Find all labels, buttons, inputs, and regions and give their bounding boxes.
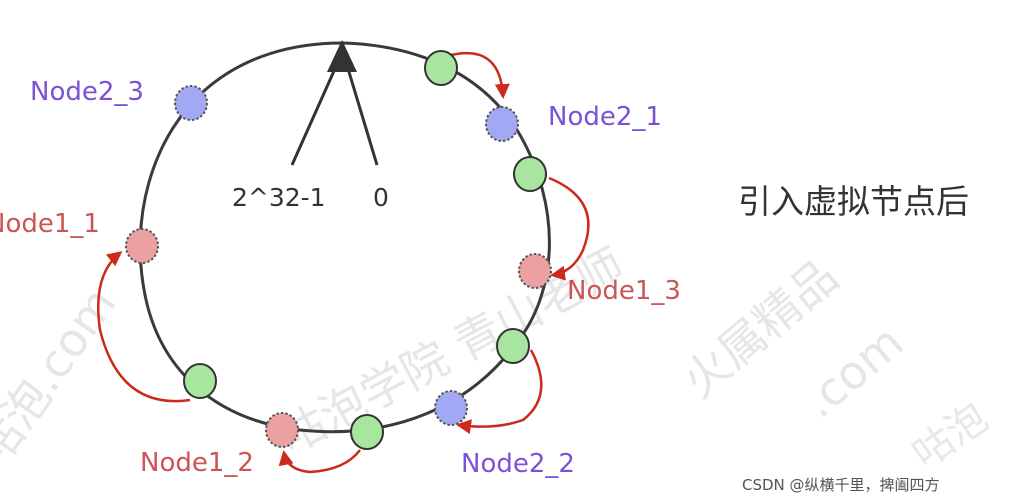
node1-1-point <box>125 228 159 264</box>
label-node2-3: Node2_3 <box>30 77 144 107</box>
mapping-arrows <box>96 51 590 474</box>
diagram-title: 引入虚拟节点后 <box>738 182 969 221</box>
label-node2-1: Node2_1 <box>548 102 662 132</box>
data-point-1 <box>424 50 458 86</box>
arrow-to-node2-1 <box>446 51 510 99</box>
node1-2-point <box>265 412 299 448</box>
ring-label-zero: 0 <box>373 183 389 212</box>
csdn-credit: CSDN @纵横千里，捭阖四方 <box>742 476 940 494</box>
label-node2-2: Node2_2 <box>461 449 575 479</box>
watermark-3: 咕泡.com <box>0 278 127 477</box>
data-point-5 <box>183 363 217 399</box>
virtual-nodes <box>125 85 552 448</box>
node1-3-point <box>518 253 552 289</box>
data-point-4 <box>350 414 384 450</box>
pointer-arrow-icon <box>290 40 379 166</box>
arrow-to-node2-2 <box>456 349 543 435</box>
arrow-to-node1-2 <box>278 449 361 474</box>
data-points <box>183 50 547 450</box>
node2-1-point <box>485 106 519 142</box>
ring-label-max: 2^32-1 <box>232 183 326 212</box>
arrow-to-node1-1 <box>96 251 191 403</box>
watermark-4: .com <box>792 315 913 429</box>
label-node1-1: Node1_1 <box>0 209 100 239</box>
data-point-2 <box>513 156 547 192</box>
data-point-3 <box>496 328 530 364</box>
node2-3-point <box>174 85 208 121</box>
arrow-to-node1-3 <box>548 176 590 281</box>
watermark-5: 咕泡 <box>904 395 996 479</box>
node2-2-point <box>434 390 468 426</box>
watermark-layer: 咕泡学院 青山老师 火属精品 咕泡.com .com 咕泡 <box>0 237 996 478</box>
label-node1-2: Node1_2 <box>140 448 254 478</box>
label-node1-3: Node1_3 <box>567 276 681 306</box>
node-labels: Node2_3 Node2_1 Node1_1 Node1_3 Node1_2 … <box>0 77 681 479</box>
